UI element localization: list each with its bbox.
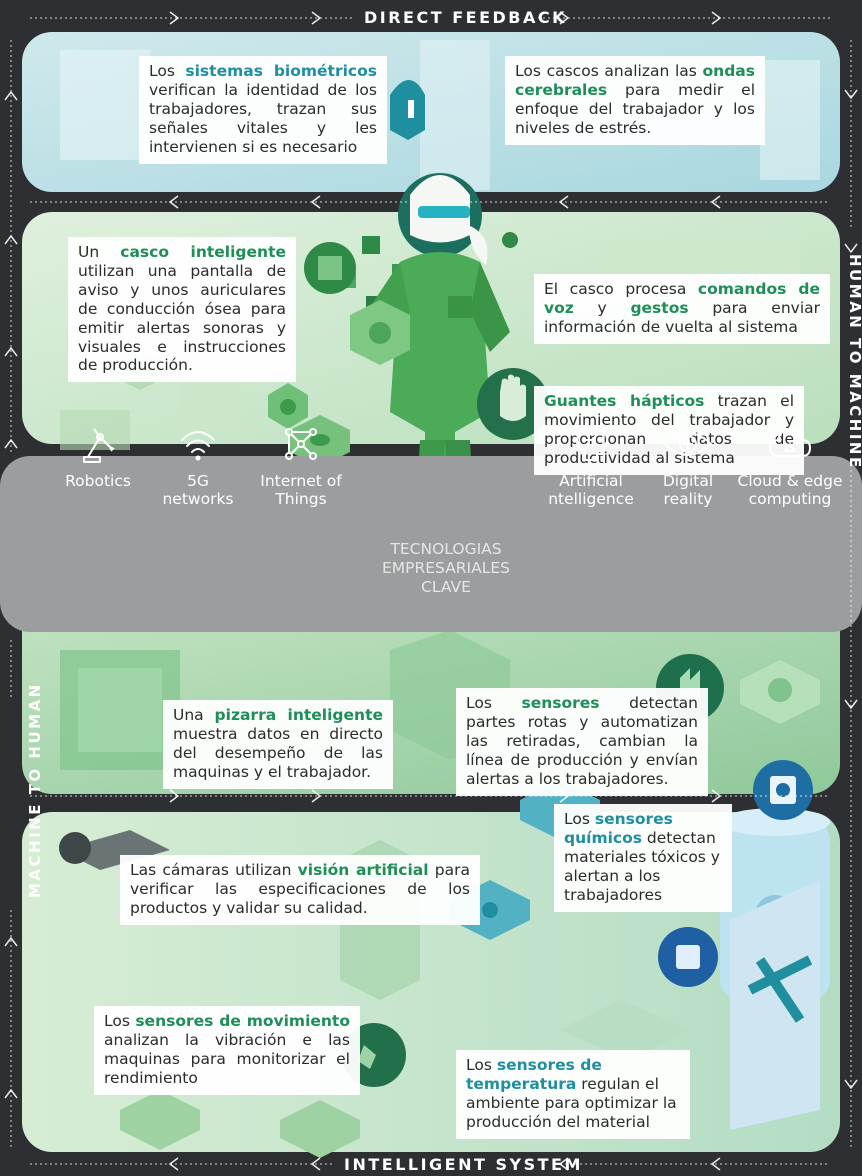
callout-chemical-sensors: Los sensores químicos detectan materiale…: [554, 804, 732, 912]
human-to-machine-label: HUMAN TO MACHINE: [846, 254, 862, 470]
cloud-icon: [769, 429, 811, 457]
key-technologies-label: TECNOLOGIAS EMPRESARIALES CLAVE: [381, 540, 511, 596]
intelligent-system-title: INTELLIGENT SYSTEM: [344, 1155, 583, 1174]
keyword: sensores de movimiento: [135, 1012, 350, 1030]
callout-smart-helmet: Un casco inteligente utilizan una pantal…: [68, 237, 296, 383]
robot-arm-icon: [83, 428, 115, 463]
callout-biometric-systems: Los sistemas biométricos verifican la id…: [139, 56, 387, 164]
callout-sensors: Los sensores detectan partes rotas y aut…: [456, 688, 708, 796]
callout-motion-sensors: Los sensores de movimiento analizan la v…: [94, 1006, 360, 1095]
callout-voice-commands: El casco procesa comandos de voz y gesto…: [534, 274, 830, 344]
keyword: gestos: [630, 298, 689, 317]
direct-feedback-title: DIRECT FEEDBACK: [364, 8, 567, 27]
tech-item-ai: Artificial ntelligence: [540, 422, 642, 509]
tech-item-digital-reality: Digital reality: [654, 422, 722, 509]
keyword: sensores de temperatura: [466, 1056, 602, 1093]
keyword: comandos de voz: [544, 280, 820, 317]
tech-item-5g: 5G networks: [154, 422, 242, 509]
keyword: sistemas biométricos: [185, 62, 377, 80]
keyword: visión artificial: [297, 861, 429, 879]
eye-plus-icon: [663, 432, 713, 456]
callout-smart-board: Una pizarra inteligente muestra datos en…: [163, 700, 393, 789]
callout-temperature-sensors: Los sensores de temperatura regulan el a…: [456, 1050, 690, 1139]
callout-brainwaves: Los cascos analizan las ondas cerebrales…: [505, 56, 765, 145]
keyword: sensores químicos: [564, 810, 673, 847]
machine-to-human-label: MACHINE TO HUMAN: [26, 682, 44, 898]
tech-item-robotics: Robotics: [56, 422, 140, 490]
callout-haptic-gloves: Guantes hápticos trazan el movimiento de…: [534, 386, 804, 475]
callout-machine-vision: Las cámaras utilizan visión artificial p…: [120, 855, 480, 925]
keyword: ondas cerebrales: [515, 62, 755, 99]
keyword: pizarra inteligente: [214, 706, 383, 724]
tech-item-iot: Internet of Things: [258, 422, 344, 509]
network-nodes-icon: [285, 428, 317, 460]
brain-chip-icon: [576, 427, 608, 461]
tech-item-cloud: Cloud & edge computing: [732, 422, 848, 509]
keyword: casco inteligente: [120, 243, 286, 261]
keyword: sensores: [521, 694, 600, 712]
wifi-5g-icon: [181, 431, 215, 461]
keyword: Guantes hápticos: [544, 392, 705, 410]
